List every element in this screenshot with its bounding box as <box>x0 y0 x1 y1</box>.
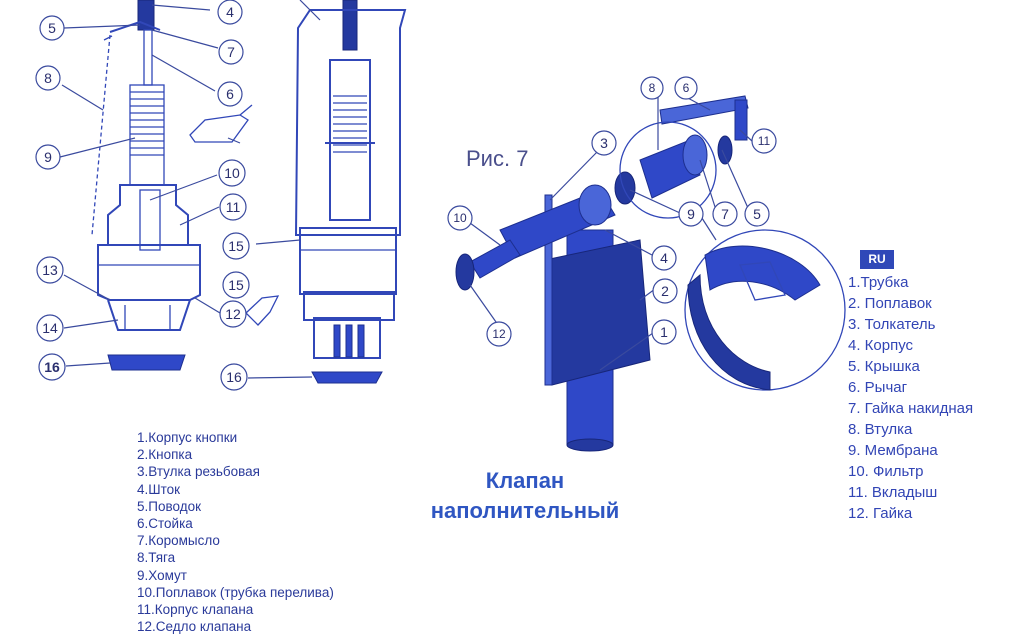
callout-5: 5 <box>39 15 65 41</box>
callout-8: 8 <box>35 65 61 91</box>
callout-13-label: 13 <box>42 262 58 278</box>
callout-12: 12 <box>219 300 247 328</box>
fill-callout-11-label: 11 <box>758 134 771 148</box>
callout-16-middle-label: 16 <box>226 369 242 385</box>
callout-12-label: 12 <box>225 306 241 322</box>
title-line-2: наполнительный <box>430 498 620 523</box>
fill-callout-9: 9 <box>678 201 704 227</box>
callout-8-label: 8 <box>44 70 52 86</box>
fill-callout-10-label: 10 <box>453 211 467 225</box>
fill-callout-1: 1 <box>651 319 677 345</box>
legend-item: 6. Рычаг <box>848 379 908 396</box>
fill-callout-7: 7 <box>712 201 738 227</box>
callout-15-lower-label: 15 <box>228 277 244 293</box>
fill-valve-title: Клапан наполнительный <box>400 466 650 526</box>
legend-item: 11.Корпус клапана <box>137 602 254 618</box>
callout-16: 16 <box>38 353 66 381</box>
callout-10: 10 <box>218 159 246 187</box>
figure-label: Рис. 7 <box>466 146 529 171</box>
legend-item: 12.Седло клапана <box>137 619 252 635</box>
legend-item: 10.Поплавок (трубка перелива) <box>137 584 334 600</box>
fill-callout-5-label: 5 <box>753 206 761 222</box>
drain-valve-parts-legend: 1.Корпус кнопки 2.Кнопка 3.Втулка резьбо… <box>137 429 437 635</box>
callout-16-middle: 16 <box>220 363 248 391</box>
fill-callout-12: 12 <box>486 321 512 347</box>
callout-9-label: 9 <box>44 149 52 165</box>
callout-15-upper-label: 15 <box>228 238 244 254</box>
callout-4-label: 4 <box>226 4 234 20</box>
fill-callout-12-label: 12 <box>492 327 506 341</box>
legend-item: 6.Стойка <box>137 516 193 532</box>
legend-item: 2.Кнопка <box>137 447 193 463</box>
legend-item: 11. Вкладыш <box>848 484 938 501</box>
callout-7: 7 <box>218 39 244 65</box>
legend-item: 3.Втулка резьбовая <box>137 464 260 480</box>
callout-9: 9 <box>35 144 61 170</box>
fill-callout-2-label: 2 <box>661 283 669 299</box>
fill-callout-10: 10 <box>447 205 473 231</box>
legend-item: 2. Поплавок <box>848 295 932 312</box>
fill-callout-1-label: 1 <box>660 324 668 340</box>
callout-14: 14 <box>36 314 64 342</box>
callout-15-upper: 15 <box>222 232 250 260</box>
fill-valve-parts-legend: 1.Трубка 2. Поплавок 3. Толкатель 4. Кор… <box>848 272 1018 524</box>
fill-callout-6-label: 6 <box>683 81 690 95</box>
fill-callout-3-label: 3 <box>600 135 608 151</box>
drain-valve-side-view <box>59 0 253 371</box>
fill-callout-8-label: 8 <box>649 81 656 95</box>
fill-callout-7-label: 7 <box>721 206 729 222</box>
callout-6-label: 6 <box>226 86 234 102</box>
callout-4: 4 <box>217 0 243 25</box>
callout-13: 13 <box>36 256 64 284</box>
legend-item: 3. Толкатель <box>848 316 936 333</box>
callout-6: 6 <box>217 81 243 107</box>
legend-item: 1.Трубка <box>848 274 909 291</box>
legend-item: 1.Корпус кнопки <box>137 430 238 445</box>
fill-callout-5: 5 <box>744 201 770 227</box>
legend-item: 8.Тяга <box>137 550 176 566</box>
legend-item: 9.Хомут <box>137 567 187 583</box>
language-badge: RU <box>860 250 894 269</box>
legend-item: 7.Коромысло <box>137 533 220 549</box>
fill-callout-6: 6 <box>674 76 698 100</box>
legend-item: 7. Гайка накидная <box>848 400 974 417</box>
legend-item: 4.Шток <box>137 481 181 497</box>
fill-valve-illustration <box>455 95 846 452</box>
legend-item: 12. Гайка <box>848 505 913 522</box>
legend-item: 8. Втулка <box>848 421 913 438</box>
legend-item: 5. Крышка <box>848 358 920 375</box>
callout-11: 11 <box>219 193 247 221</box>
callout-5-label: 5 <box>48 20 56 36</box>
legend-item: 10. Фильтр <box>848 463 924 480</box>
legend-item: 4. Корпус <box>848 337 914 354</box>
fill-callout-2: 2 <box>652 278 678 304</box>
title-line-1: Клапан <box>485 468 565 493</box>
callout-7-label: 7 <box>227 44 235 60</box>
callout-16-label: 16 <box>44 359 60 375</box>
fill-callout-9-label: 9 <box>687 206 695 222</box>
callout-10-label: 10 <box>224 165 240 181</box>
legend-item: 9. Мембрана <box>848 442 938 459</box>
fill-callout-4-label: 4 <box>660 250 668 266</box>
fill-callout-11: 11 <box>751 128 777 154</box>
drain-valve-front-view <box>245 0 407 384</box>
callout-11-label: 11 <box>226 199 241 215</box>
legend-item: 5.Поводок <box>137 498 201 514</box>
fill-callout-4: 4 <box>651 245 677 271</box>
fill-callout-3: 3 <box>591 130 617 156</box>
callout-15-lower: 15 <box>222 271 250 299</box>
callout-14-label: 14 <box>42 320 58 336</box>
fill-callout-8: 8 <box>640 76 664 100</box>
